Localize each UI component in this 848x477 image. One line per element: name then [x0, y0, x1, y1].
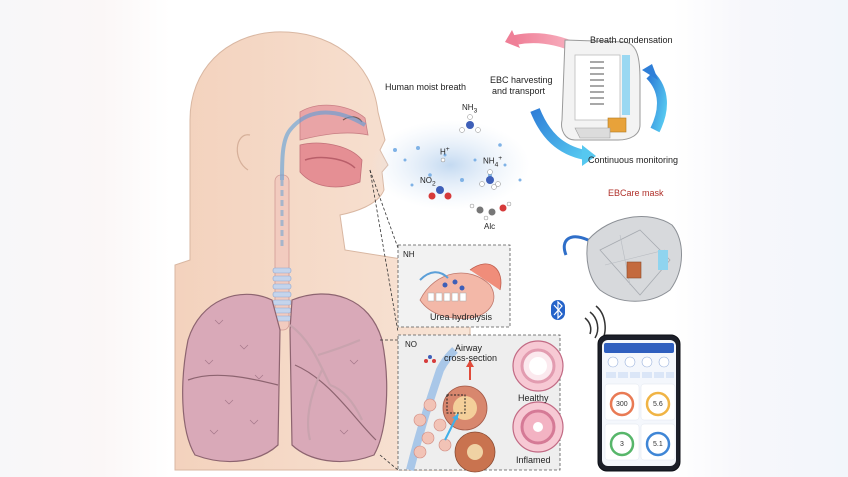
label-inset-nh4: NH	[403, 250, 415, 259]
label-ebcare-mask: EBCare mask	[608, 188, 664, 198]
phone-card-4-value: 5.1	[653, 441, 663, 448]
label-urea-hydrolysis: Urea hydrolysis	[430, 312, 493, 322]
hydrogen-ion	[440, 157, 446, 163]
label-human-moist-breath: Human moist breath	[385, 82, 467, 92]
urea-hydrolysis-inset	[397, 244, 511, 328]
phone-card-3-value: 3	[620, 441, 624, 448]
molecule-no2	[428, 186, 452, 200]
left-margin-background	[0, 0, 170, 477]
breath-mist	[370, 120, 530, 210]
label-nh3: NH3	[462, 103, 478, 115]
right-margin-background	[673, 0, 848, 477]
phone-card-2-value: 5.6	[653, 401, 663, 408]
phone-card-1-value: 300	[616, 401, 628, 408]
smartphone	[597, 334, 681, 472]
cyan-arrow-down	[530, 108, 587, 160]
label-h-plus: H+	[440, 146, 450, 157]
airway-cross-section-inset	[397, 334, 564, 473]
label-nh4: NH4+	[483, 155, 503, 169]
label-inset-no: NO	[405, 340, 417, 349]
bluetooth-icon	[551, 300, 565, 320]
label-healthy: Healthy	[518, 393, 549, 403]
molecule-alcohol	[469, 201, 512, 221]
cyan-arrow-up-head	[642, 64, 658, 80]
label-alc: Alc	[484, 222, 496, 231]
label-inflamed: Inflamed	[516, 455, 551, 465]
cyan-arrow-up	[646, 71, 667, 133]
label-and-transport: and transport	[492, 86, 546, 96]
label-no2: NO2	[420, 176, 436, 188]
label-breath-condensation: Breath condensation	[590, 35, 673, 45]
ebcare-mask	[562, 216, 682, 302]
label-airway: Airway	[455, 343, 483, 353]
label-continuous-monitoring: Continuous monitoring	[588, 155, 679, 165]
cyan-arrow-down-head	[582, 145, 596, 166]
molecule-nh4	[479, 169, 501, 190]
lungs	[182, 293, 388, 463]
callout-lines	[369, 169, 399, 471]
label-cross-section: cross-section	[444, 353, 498, 363]
molecule-nh3	[459, 114, 481, 133]
label-ebc-harvesting: EBC harvesting	[490, 75, 553, 85]
pink-arrow-head	[505, 30, 520, 48]
condensation-device	[561, 39, 641, 141]
